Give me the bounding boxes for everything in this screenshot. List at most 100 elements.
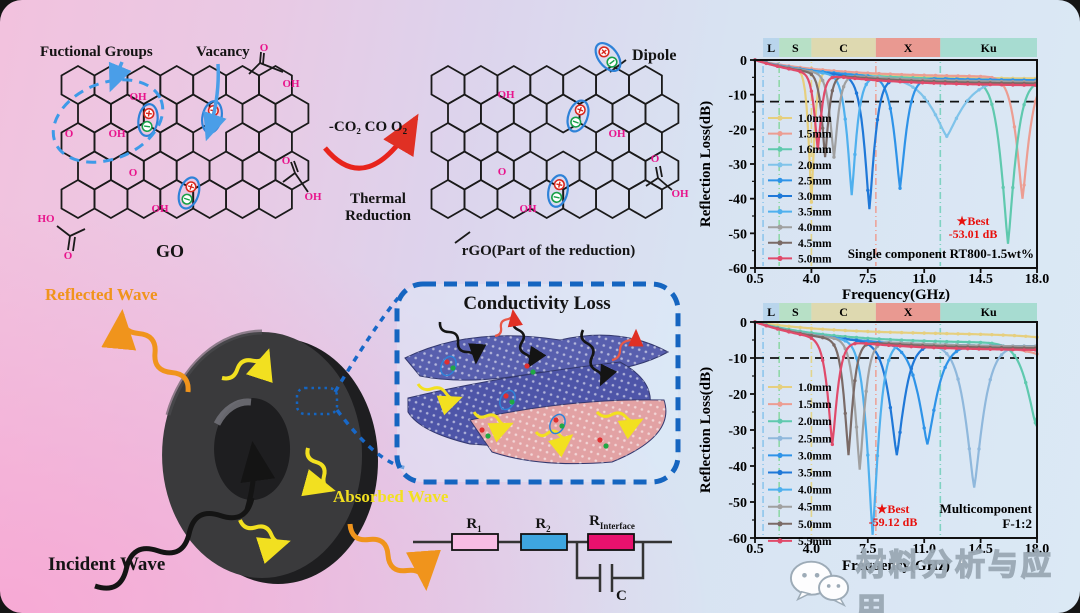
vacancy-arrow xyxy=(203,63,227,142)
reaction-arrow xyxy=(323,113,419,171)
resistor-r2 xyxy=(520,533,568,551)
band-X xyxy=(875,38,941,57)
x-axis-label: Frequency(GHz) xyxy=(842,558,950,574)
callout-line-top xyxy=(333,296,400,393)
rgo-chem-label: OH xyxy=(497,89,515,101)
absorbed-wave-arrow xyxy=(238,519,291,564)
band-label: Ku xyxy=(981,41,997,55)
y-tick-label: -60 xyxy=(728,532,747,547)
legend-label: 1.6mm xyxy=(798,144,832,156)
series-2.0mm xyxy=(754,320,1039,427)
legend-label: 3.0mm xyxy=(798,191,832,203)
incoming-wave-arrow xyxy=(580,329,618,387)
equivalent-circuit xyxy=(413,533,672,592)
x-tick-label: 11.0 xyxy=(912,542,936,557)
x-tick-label: 18.0 xyxy=(1025,542,1050,557)
legend-label: 3.5mm xyxy=(798,468,832,480)
legend-label: 4.5mm xyxy=(798,502,832,514)
best-tag: ★Best xyxy=(957,214,990,228)
legend-label: 1.0mm xyxy=(798,382,832,394)
legend-label: 5.5mm xyxy=(798,536,832,548)
band-Ku xyxy=(940,38,1037,57)
wechat-icon xyxy=(789,560,850,608)
legend-label: 3.0mm xyxy=(798,450,832,462)
resistor-r1 xyxy=(451,533,499,551)
resistor-r2-label: R2 xyxy=(535,516,551,534)
penetrating-arrow xyxy=(240,441,276,511)
dipole-marker xyxy=(594,42,622,72)
absorber-torus xyxy=(162,329,378,584)
y-tick-label: -50 xyxy=(728,496,747,511)
x-tick-label: 0.5 xyxy=(746,542,764,557)
x-tick-label: 11.0 xyxy=(912,272,936,287)
y-tick-label: -20 xyxy=(728,388,747,403)
chart-note: Multicomponent xyxy=(940,501,1033,516)
y-tick-label: -50 xyxy=(728,227,747,242)
x-tick-label: 7.5 xyxy=(859,272,877,287)
band-C xyxy=(811,303,876,321)
dipole-marker xyxy=(547,174,569,208)
reaction-gases-label: -CO₂ CO O₂ xyxy=(328,119,408,135)
y-tick-label: 0 xyxy=(740,54,747,69)
band-label: X xyxy=(904,305,913,319)
series-1.5mm xyxy=(754,58,1039,199)
go-chem-label: OH xyxy=(282,78,300,90)
incident-wave xyxy=(94,497,255,591)
watermark-text: 材料分析与应用 xyxy=(855,548,1055,613)
band-label: S xyxy=(792,305,799,319)
band-Ku xyxy=(940,303,1037,321)
dipole-marker xyxy=(137,103,159,137)
band-S xyxy=(779,38,812,57)
legend-label: 2.0mm xyxy=(798,416,832,428)
legend-label: 4.5mm xyxy=(798,238,832,250)
watermark: 材料分析与应用 xyxy=(788,540,1080,613)
go-chem-label: O xyxy=(129,167,138,179)
band-label: S xyxy=(792,41,799,55)
go-chem-label: O xyxy=(282,155,291,167)
dipole-marker xyxy=(177,176,201,210)
y-axis-label: Reflection Loss(dB) xyxy=(698,367,714,493)
y-tick-label: -30 xyxy=(728,158,747,173)
rgo-chem-label: OH xyxy=(519,203,537,215)
band-label: L xyxy=(767,41,775,55)
series-1.0mm xyxy=(754,320,1038,339)
legend-label: 5.0mm xyxy=(798,253,832,265)
absorbed-wave-arrow xyxy=(301,447,336,497)
scattered-wave-arrow xyxy=(494,308,523,338)
x-tick-label: 4.0 xyxy=(803,272,821,287)
band-X xyxy=(875,303,941,321)
go-chem-label: OH xyxy=(151,203,169,215)
legend-label: 5.0mm xyxy=(798,519,832,531)
resistor-r1-label: R1 xyxy=(466,516,482,534)
go-chem-label: O xyxy=(64,250,73,262)
conduction-wave-arrow xyxy=(472,411,514,443)
legend-label: 2.5mm xyxy=(798,433,832,445)
absorbed-wave-arrow xyxy=(221,348,273,383)
band-label: C xyxy=(839,305,848,319)
band-L xyxy=(763,303,780,321)
y-axis-label: Reflection Loss(dB) xyxy=(698,101,714,227)
vacancy-label: Vacancy xyxy=(196,44,250,60)
functional-groups-ellipse xyxy=(51,78,165,164)
y-tick-label: -10 xyxy=(728,89,747,104)
y-tick-label: -20 xyxy=(728,123,747,138)
y-tick-label: -40 xyxy=(728,193,747,208)
conduction-wave-arrow xyxy=(534,429,574,458)
band-label: X xyxy=(904,41,913,55)
absorbed-wave-label: Absorbed Wave xyxy=(333,487,449,506)
y-tick-label: 0 xyxy=(740,316,747,331)
go-chem-label: O xyxy=(65,128,74,140)
band-label: C xyxy=(839,41,848,55)
capacitor-label: C xyxy=(616,588,627,604)
go-chem-label: HO xyxy=(37,213,55,225)
go-chem-label: OH xyxy=(129,91,147,103)
functional-groups-arrow xyxy=(108,61,132,93)
rgo-chem-label: OH xyxy=(671,188,689,200)
y-tick-label: -60 xyxy=(728,262,747,277)
chart-note: F-1:2 xyxy=(1002,516,1032,531)
